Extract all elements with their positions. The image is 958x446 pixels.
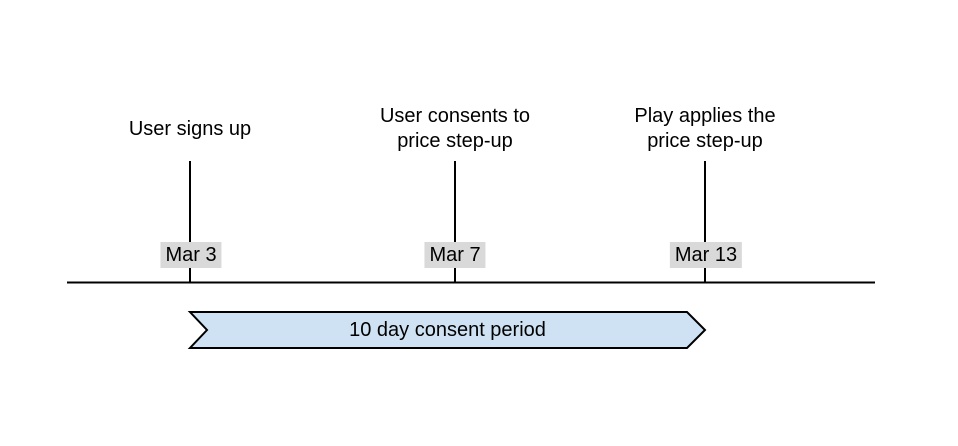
date-label-mar7: Mar 7 (424, 242, 486, 268)
event-title-line: price step-up (647, 130, 763, 152)
event-title-line: Play applies the (634, 105, 776, 127)
event-title-line: price step-up (397, 130, 513, 152)
consent-period-band-shape (187, 311, 707, 349)
consent-period-label: 10 day consent period (349, 318, 546, 341)
date-label-mar3: Mar 3 (160, 242, 222, 268)
date-label-mar13: Mar 13 (669, 242, 743, 268)
event-title-user-signs-up: User signs up (70, 103, 310, 155)
event-title-user-consents: User consents to price step-up (335, 103, 575, 155)
event-title-line: User consents to (379, 105, 531, 127)
event-title-line: User signs up (128, 117, 252, 140)
event-title-play-applies: Play applies the price step-up (585, 103, 825, 155)
